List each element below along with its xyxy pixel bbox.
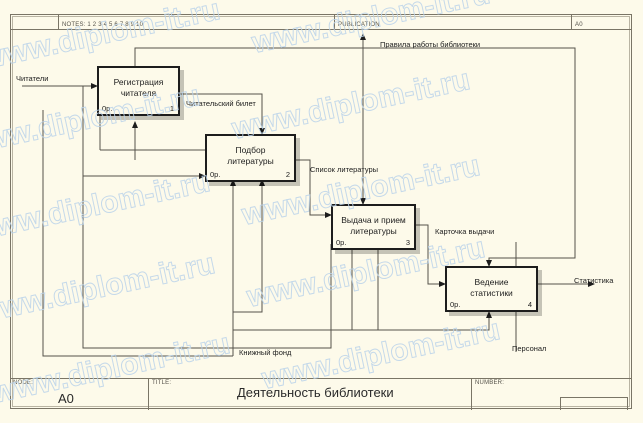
node-code-top-cell: A0 bbox=[575, 22, 583, 28]
title-block-divider-1 bbox=[148, 379, 149, 410]
activity-4-title: Ведение статистики bbox=[447, 277, 536, 299]
title-block-number-cell: NUMBER: bbox=[472, 379, 632, 410]
diagram-title-value: Деятельность библиотеки bbox=[237, 385, 394, 400]
activity-box-2[interactable]: Подбор литературы 0p. 2 bbox=[205, 134, 296, 182]
activity-3-title: Выдача и прием литературы bbox=[333, 215, 414, 237]
activity-1-cost: 0p. bbox=[102, 104, 113, 113]
activity-box-3[interactable]: Выдача и прием литературы 0p. 3 bbox=[331, 204, 416, 250]
notes-cell: NOTES: 1 2 3 4 5 6 7 8 9 10 bbox=[62, 22, 144, 28]
activity-4-cost: 0p. bbox=[450, 300, 461, 309]
activity-box-1[interactable]: Регистрация читателя 0p. 1 bbox=[97, 66, 180, 116]
number-label: NUMBER: bbox=[475, 380, 505, 386]
node-label: NODE: bbox=[13, 380, 34, 386]
title-label: TITLE: bbox=[152, 380, 172, 386]
header-divider-3 bbox=[571, 14, 572, 29]
header-divider-1 bbox=[58, 14, 59, 29]
arrow-label-statistics: Статистика bbox=[574, 276, 614, 285]
title-block-node-cell: NODE: A0 bbox=[10, 379, 148, 410]
activity-box-4[interactable]: Ведение статистики 0p. 4 bbox=[445, 266, 538, 312]
activity-2-title-line1: Подбор bbox=[235, 145, 266, 155]
header-divider-2 bbox=[334, 14, 335, 29]
activity-1-title-line1: Регистрация bbox=[113, 77, 164, 87]
activity-1-title-line2: читателя bbox=[120, 88, 157, 98]
title-block-divider-2 bbox=[471, 379, 472, 410]
arrow-label-book-fund: Книжный фонд bbox=[239, 348, 292, 357]
activity-2-number: 2 bbox=[285, 170, 290, 179]
arrow-label-personnel: Персонал bbox=[512, 344, 547, 353]
arrow-label-issue-card: Карточка выдачи bbox=[435, 227, 495, 236]
header-strip: NOTES: 1 2 3 4 5 6 7 8 9 10 PUBLICATION … bbox=[10, 14, 632, 30]
activity-3-title-line1: Выдача и прием bbox=[341, 215, 406, 225]
activity-2-cost: 0p. bbox=[210, 170, 221, 179]
activity-2-title-line2: литературы bbox=[227, 156, 274, 166]
activity-3-title-line2: литературы bbox=[350, 226, 397, 236]
activity-2-title: Подбор литературы bbox=[207, 145, 294, 167]
arrow-label-readers: Читатели bbox=[16, 74, 49, 83]
activity-3-number: 3 bbox=[405, 238, 410, 247]
activity-4-title-line1: Ведение bbox=[474, 277, 509, 287]
activity-4-title-line2: статистики bbox=[470, 288, 513, 298]
arrow-label-library-rules: Правила работы библиотеки bbox=[380, 40, 481, 49]
activity-1-title: Регистрация читателя bbox=[99, 77, 178, 99]
title-block: NODE: A0 TITLE: Деятельность библиотеки … bbox=[10, 378, 632, 410]
title-block-title-cell: TITLE: Деятельность библиотеки bbox=[149, 379, 471, 410]
publication-cell: PUBLICATION bbox=[338, 22, 380, 28]
activity-1-number: 1 bbox=[169, 104, 174, 113]
drawing-frame-outer bbox=[10, 14, 632, 409]
arrow-label-reader-ticket: Читательский билет bbox=[186, 99, 256, 108]
number-input-box[interactable] bbox=[560, 397, 628, 410]
node-value: A0 bbox=[58, 391, 74, 406]
activity-3-cost: 0p. bbox=[336, 238, 347, 247]
activity-4-number: 4 bbox=[527, 300, 532, 309]
arrow-label-literature-list: Список литературы bbox=[310, 165, 379, 174]
